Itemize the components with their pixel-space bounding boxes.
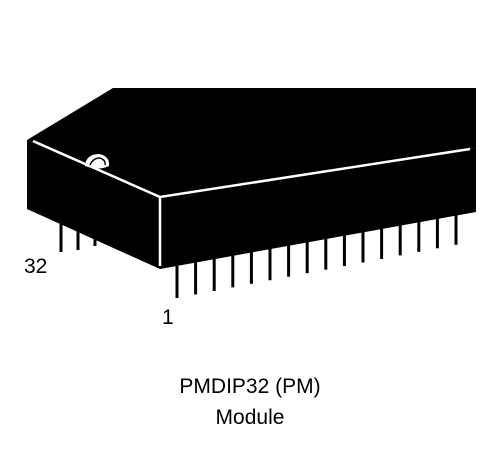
pin-31 — [76, 224, 80, 250]
pin-2 — [194, 262, 198, 295]
chip-body — [27, 88, 476, 269]
pin-32 — [59, 216, 63, 252]
pin-13 — [398, 223, 402, 256]
pin-6 — [268, 248, 272, 281]
pin-label-32: 32 — [24, 255, 47, 278]
package-name-caption: PMDIP32 (PM) — [179, 375, 321, 398]
front-pin-row — [175, 212, 458, 298]
pin-12 — [380, 226, 384, 259]
chip-left-end-face — [27, 140, 160, 269]
pin-15 — [435, 216, 439, 249]
pin-16 — [454, 212, 458, 245]
pin-8 — [305, 241, 309, 274]
chip-top-face — [27, 88, 476, 198]
pin-7 — [287, 244, 291, 277]
pin-14 — [417, 219, 421, 252]
pin-5 — [249, 251, 253, 284]
pin-4 — [231, 255, 235, 288]
pin-10 — [342, 234, 346, 267]
pin1-notch-icon — [85, 154, 110, 169]
package-type-caption: Module — [215, 406, 285, 429]
pin-11 — [361, 230, 365, 263]
pin-label-1: 1 — [162, 306, 174, 329]
pin-1 — [175, 266, 179, 298]
pin-9 — [324, 237, 328, 270]
pin-3 — [212, 258, 216, 291]
chip-front-face — [160, 148, 476, 269]
